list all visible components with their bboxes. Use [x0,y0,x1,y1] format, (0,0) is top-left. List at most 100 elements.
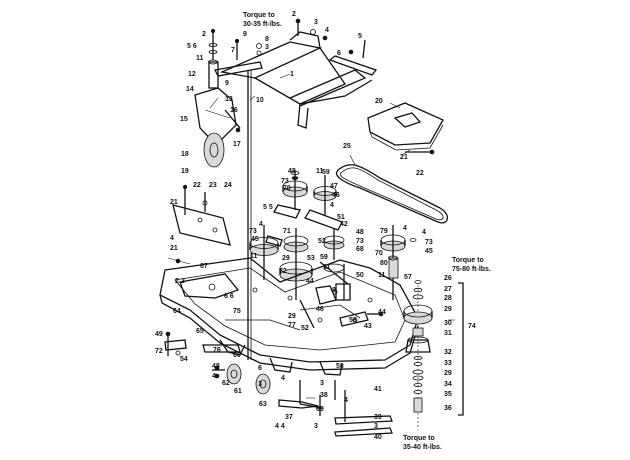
center-upper-brackets [265,204,384,329]
callout-57: 57 [404,274,412,281]
callout-15: 15 [180,116,188,123]
callout-3: 3 [314,19,318,26]
callout-60: 60 [233,352,241,359]
callout-73: 73 [425,239,433,246]
callout-3: 3 [320,380,324,387]
callout-22: 2 2 [175,278,185,285]
spindle-pulley-left [249,225,279,280]
leader-lines [209,73,455,399]
callout-11: 11 [316,168,324,175]
callout-37: 37 [285,414,293,421]
callout-49: 49 [155,331,163,338]
callout-18: 18 [181,151,189,158]
callout-3: 3 [258,381,262,388]
callout-7: 7 [231,47,235,54]
callout-36: 36 [444,405,452,412]
callout-10: 10 [256,97,264,104]
gauge-wheel-assembly [194,28,241,168]
callout-59: 59 [322,169,330,176]
callout-29: 29 [444,370,452,377]
callout-75: 75 [233,308,241,315]
callout-41: 41 [374,386,382,393]
callout-4: 4 [325,27,329,34]
callout-29: 29 [282,255,290,262]
left-bracket-plate [167,184,231,265]
callout-11: 11 [196,55,204,62]
idler-pulley-right [304,175,343,231]
callout-58: 58 [336,363,344,370]
callout-40: 40 [374,434,382,441]
callout-38: 38 [320,392,328,399]
callout-4-4: 4 4 [275,423,285,430]
callout-70: 70 [283,185,291,192]
callout-47: 47 [330,183,338,190]
callout-44: 44 [306,278,314,285]
torque-note-bottom-line2: 35-40 ft-lbs. [403,444,442,451]
callout-3: 3 [314,423,318,430]
torque-note-right: Torque to 75-80 ft-lbs. [452,257,491,273]
callout-48: 48 [288,168,296,175]
callout-48: 48 [212,363,220,370]
torque-note-bottom-line1: Torque to [403,435,435,442]
callout-25: 25 [343,143,351,150]
torque-note-right-line2: 75-80 ft-lbs. [452,266,491,273]
callout-29: 29 [444,306,452,313]
right-spindle-stack [403,280,464,430]
callout-54: 54 [180,356,188,363]
callout-17: 17 [233,141,241,148]
callout-56: 5 6 [187,43,197,50]
spindle-pulley-right-upper [319,228,351,301]
callout-22: 22 [416,170,424,177]
callout-30: 30 [444,320,452,327]
callout-16: 16 [230,107,238,114]
callout-22: 22 [193,182,201,189]
callout-67: 67 [200,263,208,270]
torque-note-bottom: Torque to 35-40 ft-lbs. [403,435,442,451]
callout-3: 3 [374,423,378,430]
callout-48: 48 [356,229,364,236]
left-front-bracket [164,331,187,356]
callout-4: 4 [344,397,348,404]
callout-52: 52 [301,325,309,332]
callout-31: 31 [444,330,452,337]
callout-2: 2 [292,11,296,18]
callout-4: 4 [259,221,263,228]
callout-12: 12 [188,71,196,78]
callout-34: 34 [444,381,452,388]
callout-4: 4 [170,235,174,242]
callout-4: 4 [212,373,216,380]
torque-note-right-line1: Torque to [452,257,484,264]
torque-note-top-line1: Torque to [243,12,275,19]
spindle-pulley-center [279,228,313,300]
callout-21: 21 [400,154,408,161]
callout-69: 69 [316,406,324,413]
callout-3: 3 [265,44,269,51]
callout-11: 11 [378,272,386,279]
callout-50: 50 [356,272,364,279]
torque-note-top-line2: 30-35 ft-lbs. [243,21,282,28]
callout-73: 73 [281,178,289,185]
callout-20: 20 [375,98,383,105]
callout-35: 35 [444,391,452,398]
callout-4: 4 [330,202,334,209]
callout-42: 42 [340,221,348,228]
callout-9: 9 [243,31,247,38]
lift-linkage-assembly [214,18,378,360]
callout-27: 27 [444,286,452,293]
blades [278,380,393,437]
callout-13: 13 [225,96,233,103]
callout-43: 43 [364,323,372,330]
belt-cover [367,102,444,155]
callout-76: 76 [213,347,221,354]
callout-23: 23 [209,182,217,189]
callout-79: 79 [380,228,388,235]
callout-8: 8 [265,36,269,43]
callout-32: 32 [444,349,452,356]
callout-73: 73 [356,238,364,245]
callout-68: 68 [356,246,364,253]
callout-44: 44 [378,309,386,316]
callout-1: 1 [290,71,294,78]
callout-66: 6 6 [224,293,234,300]
callout-39: 39 [374,414,382,421]
callout-28: 28 [444,295,452,302]
